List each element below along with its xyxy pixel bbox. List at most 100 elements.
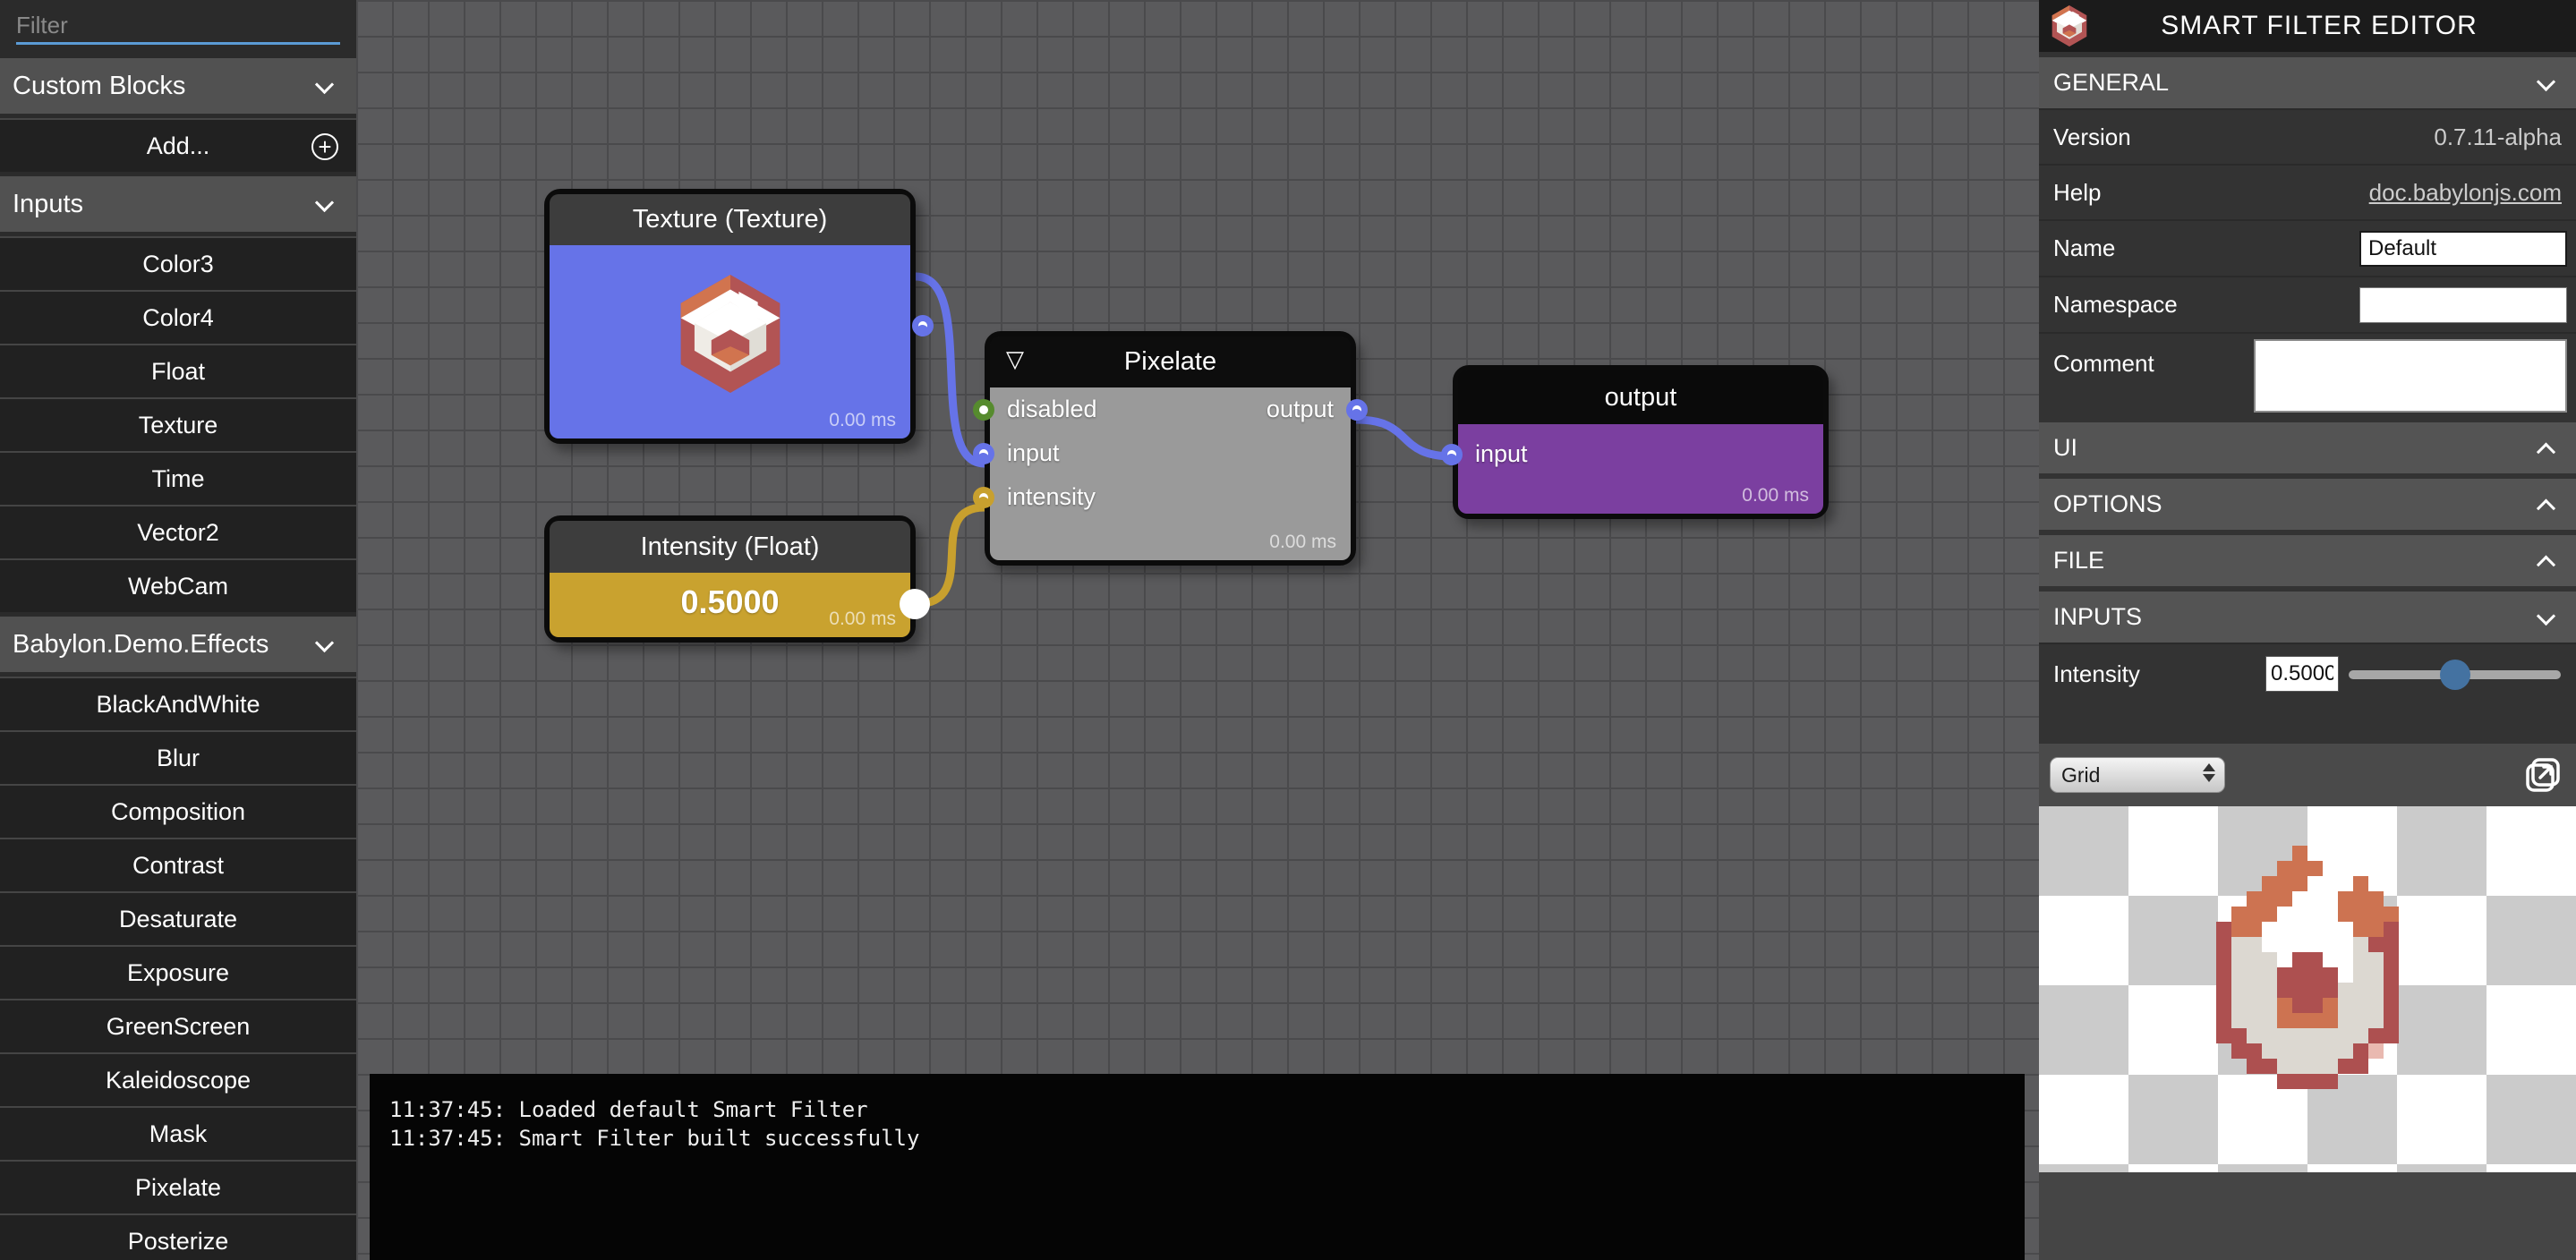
sidebar-item-time[interactable]: Time bbox=[0, 451, 356, 505]
port-pixelate-output[interactable] bbox=[1346, 398, 1368, 421]
intensity-input-row: Intensity bbox=[2039, 643, 2576, 703]
intensity-slider-thumb[interactable] bbox=[2439, 660, 2470, 690]
sidebar-item-vector2[interactable]: Vector2 bbox=[0, 505, 356, 558]
node-texture-ms: 0.00 ms bbox=[829, 410, 896, 430]
namespace-row: Namespace bbox=[2039, 276, 2576, 332]
section-ui[interactable]: UI bbox=[2039, 422, 2576, 473]
node-output-body: input 0.00 ms bbox=[1441, 424, 1823, 514]
sidebar-item-color3[interactable]: Color3 bbox=[0, 236, 356, 290]
chevron-up-icon bbox=[2536, 498, 2556, 518]
node-intensity-value: 0.5000 bbox=[680, 583, 780, 620]
wire-pixelate-to-output[interactable] bbox=[1352, 415, 1457, 461]
node-pixelate-ms: 0.00 ms bbox=[1269, 532, 1336, 552]
help-label: Help bbox=[2053, 178, 2102, 206]
output-input-port-row: input bbox=[1441, 440, 1528, 468]
node-intensity-title: Intensity (Float) bbox=[640, 532, 820, 561]
section-general[interactable]: GENERAL bbox=[2039, 57, 2576, 108]
sidebar-item-contrast[interactable]: Contrast bbox=[0, 838, 356, 891]
sidebar-item-label: Color3 bbox=[142, 250, 214, 277]
port-input-label: input bbox=[1475, 440, 1528, 467]
comment-label: Comment bbox=[2053, 350, 2154, 377]
sidebar-item-float[interactable]: Float bbox=[0, 344, 356, 397]
sidebar-item-blur[interactable]: Blur bbox=[0, 730, 356, 784]
port-intensity-output[interactable] bbox=[900, 589, 930, 619]
console-log-line: 11:37:45: Smart Filter built successfull… bbox=[389, 1126, 920, 1151]
node-output-header[interactable]: output bbox=[1458, 370, 1823, 424]
port-label: intensity bbox=[1007, 483, 1096, 510]
port-connected-dot bbox=[977, 452, 989, 464]
sidebar-group-babylon-demo-effects[interactable]: Babylon.Demo.Effects bbox=[0, 617, 356, 672]
properties-panel: SMART FILTER EDITOR GENERAL Version 0.7.… bbox=[2039, 0, 2576, 1260]
port-output-input[interactable] bbox=[1441, 443, 1463, 465]
node-pixelate-header[interactable]: ▽ Pixelate bbox=[990, 336, 1351, 387]
section-file[interactable]: FILE bbox=[2039, 535, 2576, 586]
sidebar-group-inputs[interactable]: Inputs bbox=[0, 176, 356, 232]
sidebar-item-webcam[interactable]: WebCam bbox=[0, 558, 356, 612]
section-inputs-label: INPUTS bbox=[2053, 603, 2143, 630]
sidebar-item-label: Posterize bbox=[127, 1227, 229, 1255]
node-texture[interactable]: Texture (Texture) 0.00 ms bbox=[544, 189, 934, 444]
sidebar-item-mask[interactable]: Mask bbox=[0, 1106, 356, 1160]
node-pixelate-body: disabled input intensity output 0.00 ms bbox=[973, 387, 1368, 560]
sidebar-item-label: Texture bbox=[138, 411, 218, 438]
sidebar-item-greenscreen[interactable]: GreenScreen bbox=[0, 999, 356, 1052]
sidebar-item-color4[interactable]: Color4 bbox=[0, 290, 356, 344]
pixelate-output-port-row: output bbox=[1267, 387, 1368, 431]
port-connected-dot bbox=[1351, 408, 1362, 421]
help-link[interactable]: doc.babylonjs.com bbox=[2368, 178, 2562, 206]
wire-texture-to-pixelate[interactable] bbox=[911, 272, 989, 468]
port-connected-dot bbox=[1446, 453, 1457, 465]
name-input[interactable] bbox=[2359, 230, 2567, 267]
wire-intensity-to-pixelate[interactable] bbox=[911, 503, 989, 609]
sidebar-item-label: BlackAndWhite bbox=[96, 690, 260, 718]
port-texture-output[interactable] bbox=[912, 315, 934, 336]
preview-background-select[interactable]: Grid bbox=[2050, 757, 2225, 793]
sidebar-item-exposure[interactable]: Exposure bbox=[0, 945, 356, 999]
port-label: input bbox=[1007, 439, 1060, 466]
node-texture-body: 0.00 ms bbox=[550, 245, 934, 438]
section-ui-label: UI bbox=[2053, 434, 2077, 461]
node-texture-header[interactable]: Texture (Texture) bbox=[550, 194, 910, 245]
sidebar-item-label: Add... bbox=[146, 132, 210, 159]
node-intensity-header[interactable]: Intensity (Float) bbox=[550, 521, 910, 573]
sidebar-item-posterize[interactable]: Posterize bbox=[0, 1213, 356, 1260]
open-in-new-window-icon[interactable] bbox=[2522, 754, 2563, 796]
sidebar-item-label: Desaturate bbox=[118, 905, 238, 932]
section-options[interactable]: OPTIONS bbox=[2039, 479, 2576, 530]
panel-title: SMART FILTER EDITOR bbox=[2161, 11, 2478, 40]
sidebar-item-kaleidoscope[interactable]: Kaleidoscope bbox=[0, 1052, 356, 1106]
node-pixelate[interactable]: ▽ Pixelate disabled input intensity output… bbox=[973, 331, 1368, 566]
port-pixelate-input[interactable] bbox=[973, 442, 994, 464]
namespace-input[interactable] bbox=[2359, 286, 2567, 323]
sidebar-item-composition[interactable]: Composition bbox=[0, 784, 356, 838]
sidebar-item-texture[interactable]: Texture bbox=[0, 397, 356, 451]
filter-input[interactable] bbox=[16, 9, 340, 45]
sidebar-item-add-[interactable]: Add... + bbox=[0, 118, 356, 172]
intensity-slider[interactable] bbox=[2349, 660, 2561, 690]
port-label: disabled bbox=[1007, 396, 1097, 422]
name-label: Name bbox=[2053, 234, 2116, 261]
section-inputs[interactable]: INPUTS bbox=[2039, 592, 2576, 643]
console-log-line: 11:37:45: Loaded default Smart Filter bbox=[389, 1097, 868, 1122]
node-output[interactable]: output input 0.00 ms bbox=[1441, 365, 1829, 519]
port-pixelate-disabled[interactable] bbox=[973, 398, 994, 421]
sidebar-item-label: Float bbox=[150, 357, 206, 385]
filter-wrap bbox=[0, 0, 356, 54]
intensity-number-input[interactable] bbox=[2265, 656, 2339, 692]
sidebar-item-desaturate[interactable]: Desaturate bbox=[0, 891, 356, 945]
sidebar-group-custom-blocks[interactable]: Custom Blocks bbox=[0, 58, 356, 114]
sidebar-item-label: Composition bbox=[110, 797, 246, 825]
sidebar-item-pixelate[interactable]: Pixelate bbox=[0, 1160, 356, 1213]
plus-circle-icon[interactable]: + bbox=[311, 133, 338, 160]
port-pixelate-intensity[interactable] bbox=[973, 486, 994, 508]
sidebar-item-blackandwhite[interactable]: BlackAndWhite bbox=[0, 677, 356, 730]
chevron-down-icon bbox=[314, 74, 335, 95]
collapse-triangle-icon[interactable]: ▽ bbox=[1006, 345, 1024, 372]
comment-textarea[interactable] bbox=[2254, 339, 2567, 413]
sidebar-item-label: Color4 bbox=[142, 303, 214, 331]
preview-background-value: Grid bbox=[2061, 762, 2101, 787]
node-graph-canvas[interactable]: Texture (Texture) 0.00 ms Intensity (Flo… bbox=[356, 0, 2039, 1260]
node-intensity[interactable]: Intensity (Float) 0.5000 0.00 ms bbox=[544, 515, 930, 643]
